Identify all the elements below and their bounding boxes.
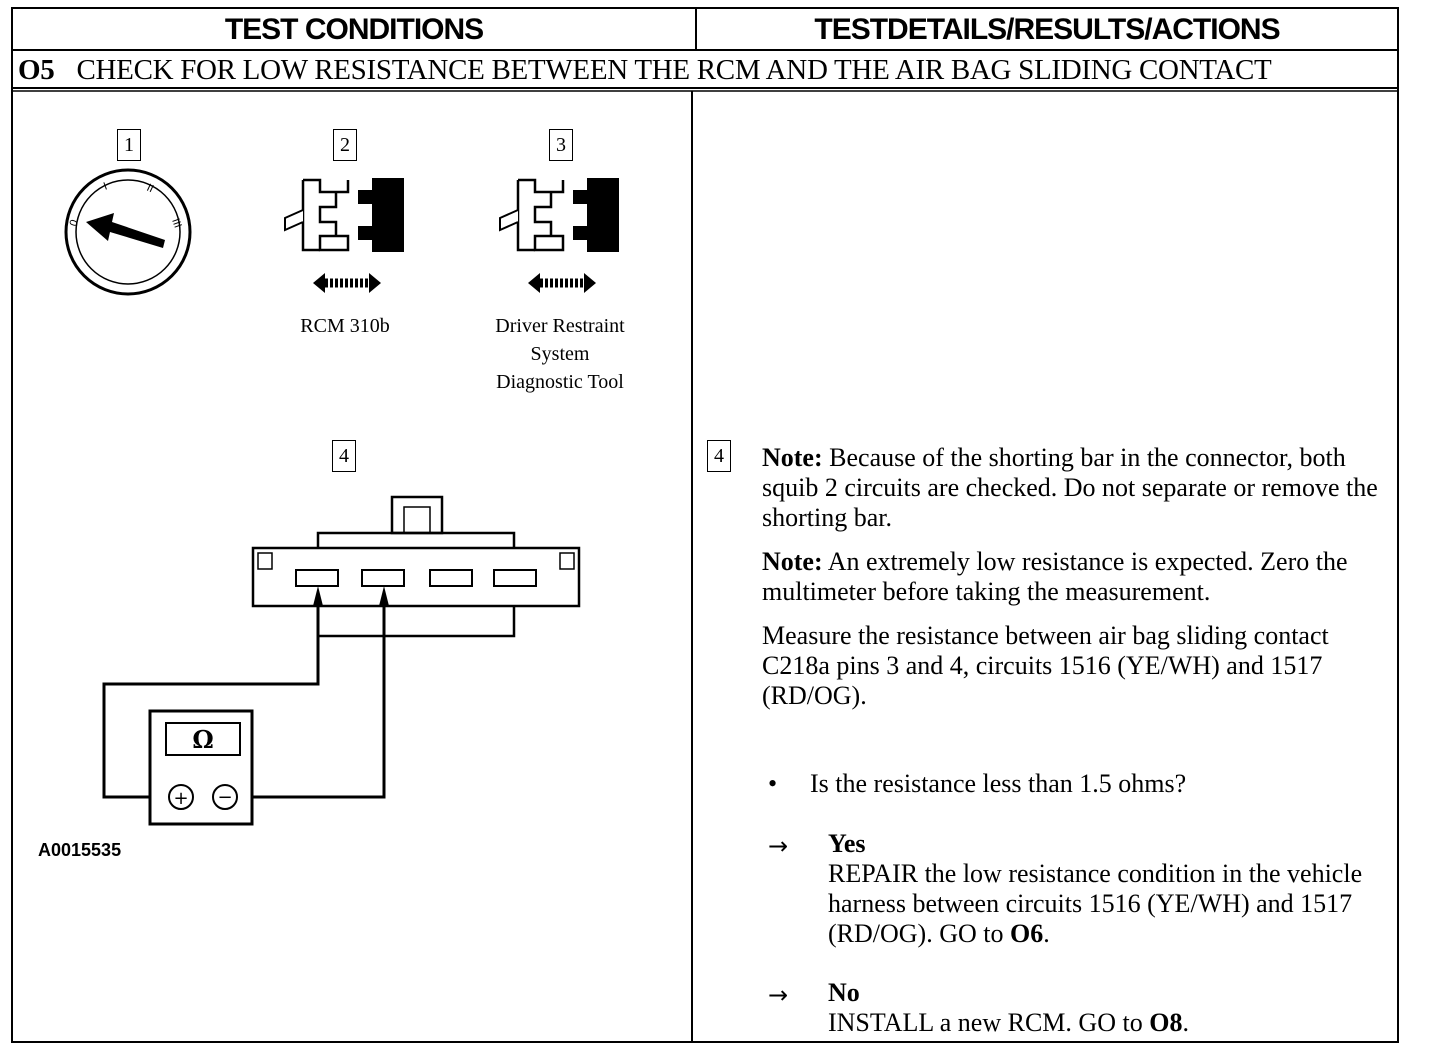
yes-label: Yes	[828, 829, 866, 858]
test-figure: 0 I II III	[64, 168, 619, 826]
no-arrow: →	[768, 981, 789, 1009]
details-notes: Note: Because of the shorting bar in the…	[762, 443, 1387, 725]
no-label: No	[828, 978, 860, 1007]
header-test-conditions: TEST CONDITIONS	[224, 13, 484, 46]
connector-disconnect-icon	[284, 178, 404, 293]
measure-instruction: Measure the resistance between air bag s…	[762, 621, 1329, 710]
step-title: O5 CHECK FOR LOW RESISTANCE BETWEEN THE R…	[18, 52, 1388, 88]
tool-connector-icon	[499, 178, 619, 293]
ignition-mark-2: II	[145, 182, 156, 195]
no-goto: O8	[1149, 1008, 1183, 1037]
figure-id: A0015535	[38, 840, 122, 860]
question-bullet: •	[768, 769, 778, 798]
note-shorting-bar: Note: Because of the shorting bar in the…	[762, 443, 1378, 532]
yes-arrow: →	[768, 832, 789, 860]
callout-4: 4	[332, 440, 356, 472]
note-low-resistance: Note: An extremely low resistance is exp…	[762, 547, 1348, 606]
rcm-label: RCM 310b	[300, 315, 390, 337]
header-test-details: TESTDETAILS/RESULTS/ACTIONS	[814, 13, 1280, 46]
minus-terminal: −	[217, 787, 232, 808]
callout-3: 3	[549, 129, 573, 161]
no-action: INSTALL a new RCM. GO to	[828, 1008, 1150, 1037]
yes-action: REPAIR the low resistance condition in t…	[828, 859, 1363, 948]
step-title-text: CHECK FOR LOW RESISTANCE BETWEEN THE RCM…	[76, 54, 1272, 86]
multimeter-icon: Ω + −	[148, 709, 254, 826]
meter-leads	[102, 586, 389, 799]
callout-2: 2	[333, 129, 357, 161]
ignition-mark-0: 0	[68, 218, 81, 228]
sliding-contact-connector-icon	[251, 495, 581, 638]
plus-terminal: +	[173, 788, 188, 809]
ohm-symbol: Ω	[192, 725, 213, 754]
ignition-mark-1: I	[102, 180, 109, 192]
step-id: O5	[18, 54, 55, 86]
no-result: No INSTALL a new RCM. GO to O8.	[828, 978, 1189, 1037]
question-text: Is the resistance less than 1.5 ohms?	[810, 769, 1187, 798]
yes-result: Yes REPAIR the low resistance condition …	[828, 829, 1363, 948]
details-callout-4: 4	[707, 440, 731, 472]
yes-goto: O6	[1010, 919, 1044, 948]
ignition-mark-3: III	[169, 217, 183, 230]
callout-1: 1	[117, 129, 141, 161]
tool-label: Driver Restraint System Diagnostic Tool	[495, 315, 625, 393]
ignition-switch-icon: 0 I II III	[64, 168, 192, 296]
